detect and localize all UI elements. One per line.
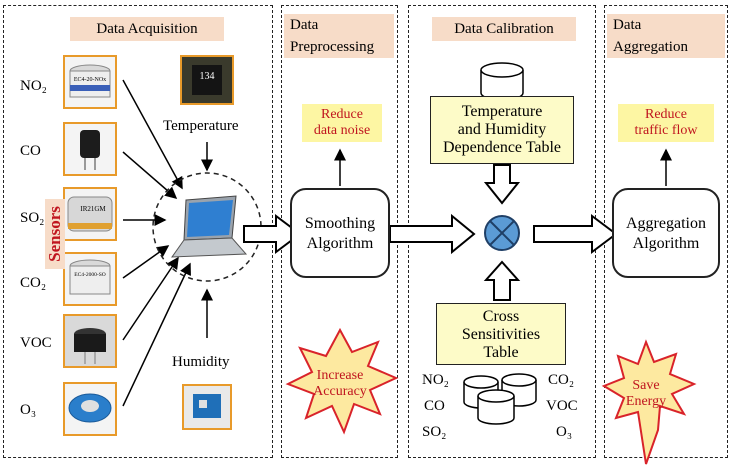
database-icon xyxy=(480,62,524,101)
temperature-label: Temperature xyxy=(163,118,239,134)
arrow-table1-down xyxy=(483,164,521,205)
gas-co2-right: CO₂ xyxy=(548,372,575,388)
so2-chip-text: IR21GM xyxy=(80,205,106,213)
gas-databases-icon xyxy=(463,373,537,425)
voc-sensor-image xyxy=(63,314,117,368)
increase-accuracy-text: Increase Accuracy xyxy=(313,368,367,399)
arrow-o3 xyxy=(122,262,191,407)
co-sensor-image xyxy=(63,122,117,176)
arrow-to-aggregation xyxy=(533,214,618,254)
sensor-label-voc: VOC xyxy=(20,335,52,351)
temperature-chip-text: 134 xyxy=(200,71,215,82)
save-energy-text: Save Energy xyxy=(625,378,667,409)
co2-chip-text: EC4-2000-SO xyxy=(74,272,106,278)
no2-chip-text: EC4-20-NOx xyxy=(74,77,106,83)
so2-sensor-image: IR21GM xyxy=(63,187,117,241)
humidity-sensor-image xyxy=(182,384,232,430)
co2-sensor-image: EC4-2000-SO xyxy=(63,252,117,306)
smoothing-algorithm-box: Smoothing Algorithm xyxy=(290,188,390,278)
calibration-header: Data Calibration xyxy=(432,17,576,41)
accuracy-star xyxy=(285,327,399,435)
arrow-voc xyxy=(122,256,179,341)
arrow-co xyxy=(122,151,178,199)
temperature-sensor-image: 134 xyxy=(180,55,234,105)
arrow-to-smoothing xyxy=(243,214,302,254)
arrow-co2 xyxy=(122,245,170,279)
gas-no2-left: NO₂ xyxy=(422,372,449,388)
sensor-label-no2: NO₂ xyxy=(20,78,47,94)
humidity-label: Humidity xyxy=(172,354,230,370)
o3-sensor-image xyxy=(63,382,117,436)
sensors-vertical-label: Sensors xyxy=(45,199,65,269)
sensor-label-co2: CO₂ xyxy=(20,275,47,291)
aggregation-algorithm-box: Aggregation Algorithm xyxy=(612,188,720,278)
cross-sensitivities-table-box: Cross Sensitivities Table xyxy=(436,303,566,365)
sensor-label-o3: O₃ xyxy=(20,402,37,418)
aggregation-header: Data Aggregation xyxy=(607,14,725,58)
arrow-table2-up xyxy=(483,260,521,301)
gas-voc-right: VOC xyxy=(546,398,578,414)
laptop-icon xyxy=(171,195,248,258)
arrow-to-calibrator xyxy=(389,213,476,255)
no2-sensor-image: EC4-20-NOx xyxy=(63,55,117,109)
gas-co-left: CO xyxy=(424,398,445,414)
temperature-humidity-table-box: Temperature and Humidity Dependence Tabl… xyxy=(430,96,574,164)
preprocessing-header: Data Preprocessing xyxy=(284,14,394,58)
energy-star xyxy=(601,339,697,465)
sensor-label-so2: SO₂ xyxy=(20,210,45,226)
acquisition-header: Data Acquisition xyxy=(70,17,224,41)
gas-o3-right: O₃ xyxy=(556,424,573,440)
reduce-noise-box: Reduce data noise xyxy=(302,104,382,142)
sensor-label-co: CO xyxy=(20,143,41,159)
calibrator-icon xyxy=(484,215,520,251)
arrow-no2 xyxy=(122,79,183,190)
gas-so2-left: SO₂ xyxy=(422,424,447,440)
reduce-traffic-box: Reduce traffic flow xyxy=(618,104,714,142)
